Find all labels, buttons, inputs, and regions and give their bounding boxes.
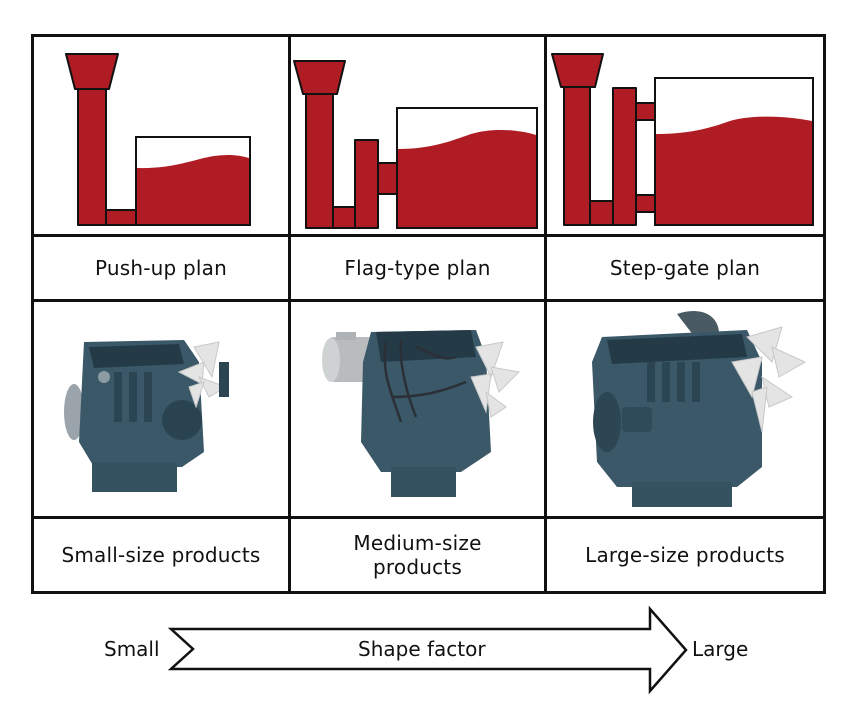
sprue-cup-icon [65, 53, 119, 90]
push-up-plan-diagram-cell [34, 37, 288, 234]
sprue [77, 88, 107, 226]
flag-type-plan-label: Flag-type plan [344, 256, 491, 280]
step-gate-plan-diagram [551, 53, 814, 226]
runner [589, 200, 614, 226]
lower-gate [635, 194, 656, 213]
column-divider [288, 34, 291, 594]
row-divider [31, 299, 826, 302]
riser [354, 139, 379, 229]
medium-engine-image [322, 330, 521, 497]
large-engine-cell [547, 302, 823, 516]
large-label: Large [692, 637, 749, 661]
medium-size-products-label-line1: Medium-size [353, 531, 482, 555]
shape-factor-arrow-icon [167, 605, 688, 695]
medium-engine-cell [291, 302, 544, 516]
push-up-plan-label: Push-up plan [94, 256, 227, 280]
medium-size-products-label: Medium-size products [291, 519, 544, 591]
row-divider [31, 234, 826, 237]
molten-metal [398, 129, 536, 227]
large-engine-image [592, 311, 807, 507]
flag-type-plan-diagram-cell [291, 37, 544, 234]
sprue-cup-icon [293, 60, 346, 95]
small-label: Small [104, 637, 160, 661]
gate [377, 162, 399, 195]
shape-factor-scale: Small Shape factor Large [0, 600, 858, 700]
push-up-plan-diagram [65, 53, 251, 226]
flag-type-plan-diagram [293, 60, 538, 229]
molten-metal [137, 154, 249, 224]
sprue [305, 93, 334, 229]
small-engine-cell [34, 302, 288, 516]
small-size-products-label: Small-size products [61, 543, 261, 567]
sprue [563, 86, 591, 226]
molten-metal [656, 116, 812, 224]
step-gate-plan-label: Step-gate plan [609, 256, 761, 280]
riser [612, 87, 637, 226]
medium-size-products-label-line2: products [373, 555, 462, 579]
column-divider [544, 34, 547, 594]
runner [105, 209, 139, 226]
large-size-products-label: Large-size products [585, 543, 785, 567]
runner [332, 206, 358, 229]
shape-factor-label: Shape factor [358, 637, 486, 661]
comparison-table [31, 34, 826, 594]
small-engine-image [64, 340, 229, 492]
step-gate-plan-diagram-cell [547, 37, 823, 234]
sprue-cup-icon [551, 53, 604, 88]
row-divider [31, 516, 826, 519]
upper-gate [635, 102, 656, 121]
